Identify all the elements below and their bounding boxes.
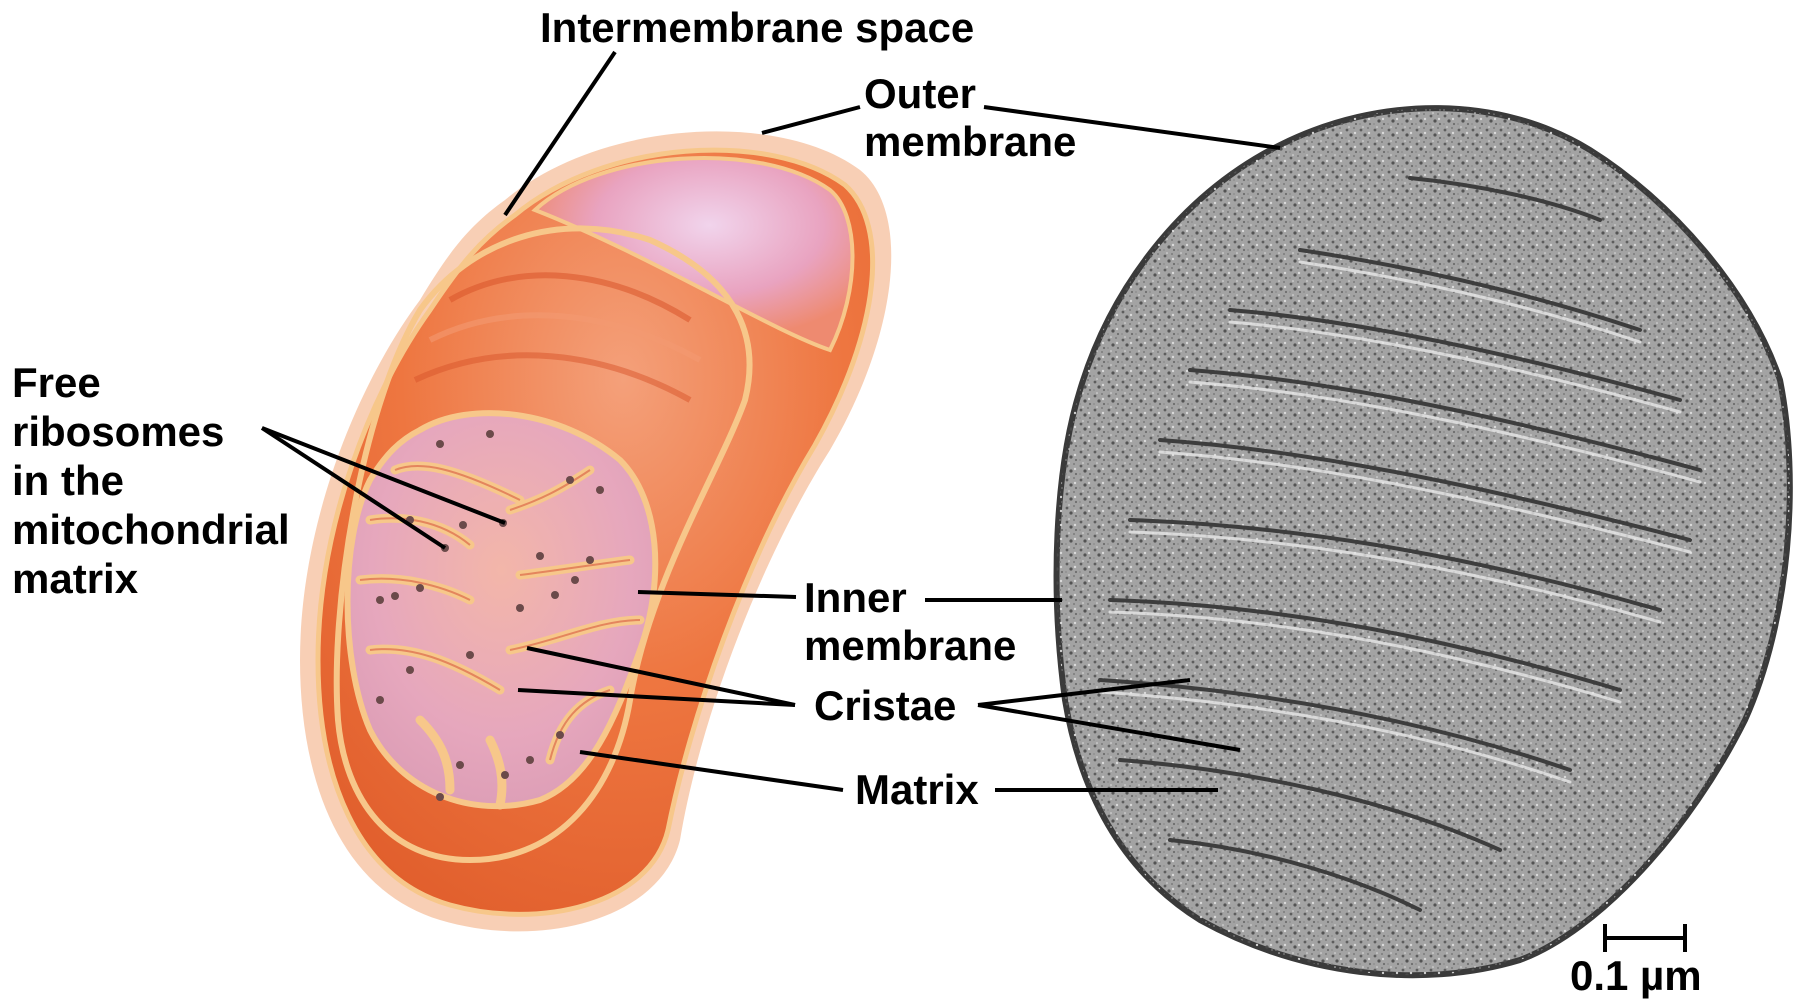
label-free-ribosomes: Free ribosomes in the mitochondrial matr… [12,358,290,603]
label-scale-bar: 0.1 µm [1570,952,1702,1000]
label-matrix: Matrix [855,766,979,814]
label-intermembrane-space: Intermembrane space [540,4,974,52]
label-outer-membrane: Outer membrane [864,70,1076,166]
label-cristae: Cristae [814,682,956,730]
scale-bar [1605,924,1685,952]
electron-micrograph [1057,108,1790,975]
label-inner-membrane: Inner membrane [804,574,1016,670]
mitochondrion-illustration [300,131,891,931]
leader-outer-left [762,107,860,133]
